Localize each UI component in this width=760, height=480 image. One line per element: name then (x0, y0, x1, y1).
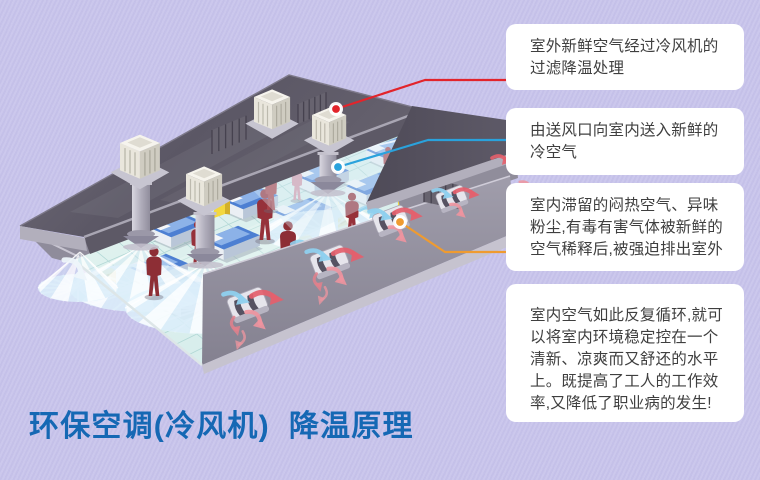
evaporative-cooler-unit (110, 134, 170, 190)
callout-supply-air: 由送风口向室内送入新鲜的冷空气 (506, 108, 744, 175)
wall-base-strip (202, 232, 519, 374)
callout-circulation: 室内空气如此反复循环,就可以将室内环境稳定控在一个清新、凉爽而又舒还的水平上。既… (506, 284, 744, 422)
evaporative-cooler-unit (177, 166, 231, 216)
cool-air-arrow (61, 257, 88, 281)
callout-supply-air-text: 由送风口向室内送入新鲜的冷空气 (530, 122, 719, 161)
exhaust-air-arrow (312, 272, 323, 292)
cool-air-arrow (431, 187, 454, 199)
roof-ridge-edge (19, 74, 425, 227)
exhaust-air-arrow (452, 187, 480, 199)
callout-outdoor-air: 室外新鲜空气经过冷风机的过滤降温处理 (506, 24, 744, 90)
callout-exhaust-air: 室内滞留的闷热空气、异味粉尘,有毒有害气体被新鲜的空气稀释后,被强迫排出室外 (506, 183, 744, 271)
page-title: 环保空调(冷风机) 降温原理 (29, 410, 414, 443)
cool-air-arrow (367, 208, 393, 221)
callout-exhaust-air-text: 室内滞留的闷热空气、异味粉尘,有毒有害气体被新鲜的空气稀释后,被强迫排出室外 (530, 197, 723, 258)
exhaust-air-arrow (449, 202, 466, 218)
exhaust-air-arrow (244, 309, 266, 330)
exhaust-air-arrow (387, 225, 407, 243)
roof-streak (70, 122, 290, 218)
exhaust-air-arrow (326, 266, 347, 286)
exhaust-air-arrow (248, 289, 284, 305)
roof-eave-left (20, 226, 87, 251)
roof-vent-grille (297, 92, 327, 124)
exhaust-air-arrow (229, 315, 241, 337)
leader-line-exhaust-air (393, 215, 507, 254)
floor-cut-edge (75, 261, 203, 366)
supply-duct (186, 212, 224, 269)
callout-outdoor-air-text: 室外新鲜空气经过冷风机的过滤降温处理 (530, 38, 719, 77)
leader-line-outdoor-air (329, 78, 507, 116)
evaporative-cooler-unit (245, 89, 299, 139)
roof-vent-grille (211, 115, 247, 154)
callout-circulation-text: 室内空气如此反复循环,就可以将室内环境稳定控在一个清新、凉爽而又舒还的水平上。既… (530, 307, 723, 412)
cool-air-arrow (221, 290, 250, 305)
front-wall (202, 176, 516, 365)
exhaust-air-arrow (235, 330, 246, 351)
exhaust-air-arrow (391, 207, 423, 221)
leader-line-supply-air (331, 138, 507, 174)
worker-figure (144, 247, 164, 301)
exhaust-air-arrow (317, 285, 329, 305)
exhaust-air-arrow (330, 247, 365, 262)
cool-air-arrow (304, 248, 332, 262)
